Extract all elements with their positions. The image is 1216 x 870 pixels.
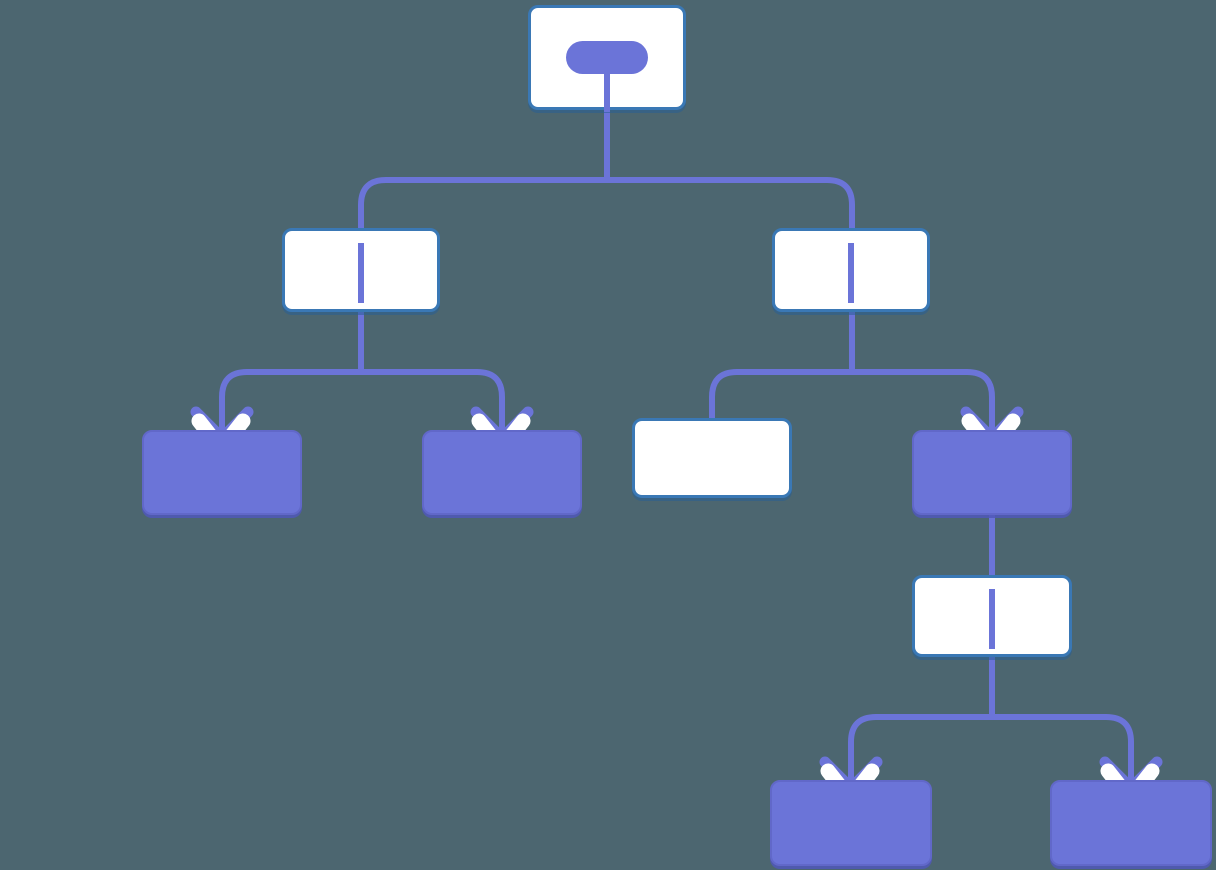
- through-line-n8: [989, 589, 995, 649]
- pill-stem-marker-icon: [566, 41, 648, 112]
- edge-n1-n3: [604, 110, 855, 228]
- node-n10[interactable]: [1050, 780, 1212, 866]
- edge-n3-n6: [709, 312, 855, 418]
- through-line-n2: [358, 243, 364, 303]
- node-n8[interactable]: [912, 575, 1072, 657]
- node-n4[interactable]: [142, 430, 302, 515]
- node-n6[interactable]: [632, 418, 792, 498]
- node-n1[interactable]: [528, 5, 686, 112]
- through-line-n3: [848, 243, 854, 303]
- edge-n8-n9: [848, 657, 995, 782]
- edge-n8-n10: [989, 657, 1134, 782]
- node-n5[interactable]: [422, 430, 582, 515]
- pill-stem: [604, 74, 610, 112]
- node-n9[interactable]: [770, 780, 932, 866]
- edge-n2-n5: [358, 312, 505, 432]
- node-n3[interactable]: [772, 228, 930, 312]
- node-n2[interactable]: [282, 228, 440, 312]
- node-n7[interactable]: [912, 430, 1072, 515]
- edge-n3-n7: [849, 312, 995, 432]
- edge-n1-n2: [358, 110, 610, 228]
- edge-n2-n4: [219, 312, 364, 432]
- pill-shape: [566, 41, 648, 74]
